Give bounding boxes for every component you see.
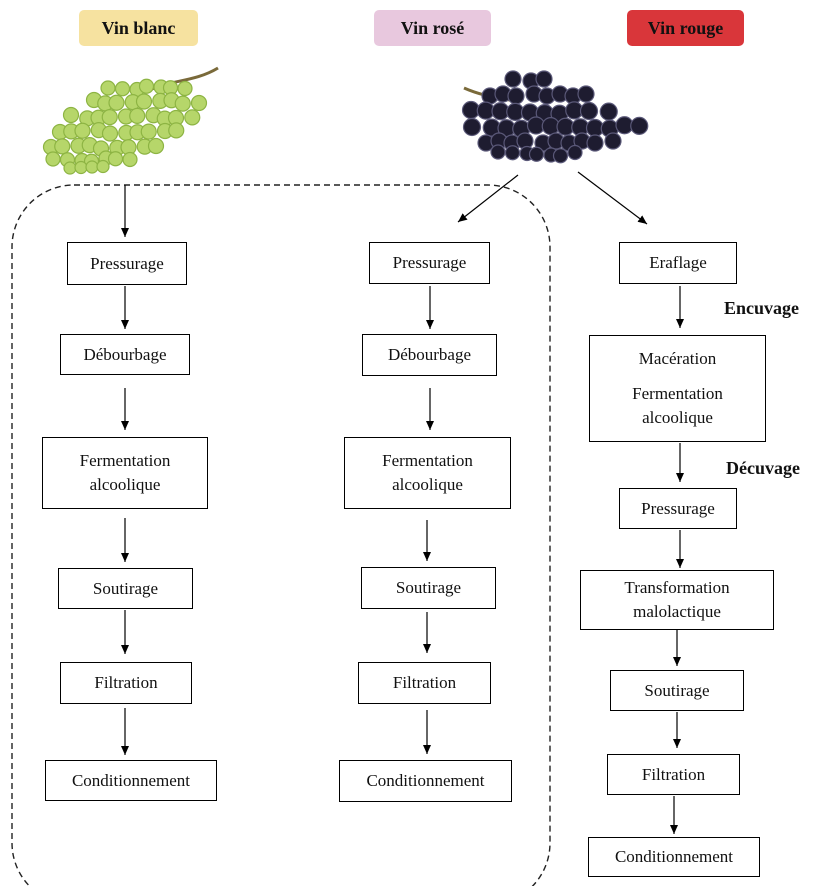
grape-berry [74, 122, 91, 139]
decuvage-label: Décuvage [726, 458, 800, 478]
rouge-soutirage-step: Soutirage [610, 670, 744, 711]
step-label: Conditionnement [366, 771, 485, 790]
step-label-line2: alcoolique [89, 475, 161, 494]
step-label: Pressurage [392, 253, 467, 272]
grape-berry [85, 160, 99, 174]
step-label-line1: Fermentation [79, 451, 171, 470]
grape-berry [630, 116, 649, 135]
step-label-line2: malolactique [633, 602, 721, 621]
step-label: Pressurage [641, 498, 715, 518]
grape-berry [63, 161, 77, 175]
blanc-filtration-step: Filtration [60, 662, 192, 704]
step-label: Conditionnement [71, 770, 191, 790]
step-label: Filtration [392, 673, 457, 692]
grape-berry [504, 70, 522, 88]
grape-berry [184, 109, 201, 126]
rose-arrows [423, 174, 519, 754]
grape-berry [101, 109, 118, 126]
grape-berry [490, 144, 506, 160]
grape-berry [586, 134, 604, 152]
rose-conditionnement-step: Conditionnement [339, 760, 512, 802]
grape-berry [177, 80, 193, 97]
step-label-line2: alcoolique [392, 475, 463, 494]
grape-berry [129, 107, 146, 124]
rouge-maceration-step: Macération Fermentation alcoolique [589, 335, 766, 442]
grape-berry [62, 106, 80, 124]
step-label: Eraflage [649, 253, 707, 272]
step-label: Soutirage [92, 578, 159, 598]
black-grape-bunch-icon [461, 70, 649, 164]
rouge-filtration-step: Filtration [607, 754, 740, 795]
grape-berry [114, 81, 131, 97]
rouge-arrows [577, 171, 684, 834]
step-label-line1: Macération [638, 349, 717, 368]
blanc-conditionnement-step: Conditionnement [45, 760, 217, 801]
rose-fermentation-step: Fermentation alcoolique [344, 437, 511, 509]
grape-berry [567, 144, 583, 161]
grape-berry [101, 125, 119, 142]
rose-soutirage-step: Soutirage [361, 567, 496, 609]
grape-berry [528, 146, 545, 162]
rouge-eraflage-step: Eraflage [619, 242, 737, 284]
grape-berry [45, 151, 61, 167]
grape-berry [174, 95, 191, 112]
grape-berry [577, 85, 595, 103]
step-label: Débourbage [387, 345, 472, 364]
grape-berry [107, 151, 124, 167]
grape-berry [147, 137, 165, 155]
grape-berry [96, 159, 110, 174]
step-label: Débourbage [83, 344, 167, 364]
grape-berry [135, 93, 153, 110]
grape-berry [507, 87, 525, 105]
step-label: Filtration [94, 673, 158, 692]
rose-debourbage-step: Débourbage [362, 334, 497, 376]
grape-berry [599, 102, 618, 121]
blanc-debourbage-step: Débourbage [60, 334, 190, 375]
grape-berry [190, 94, 208, 112]
grape-berry [54, 138, 71, 155]
step-label-line2: Fermentation [632, 384, 723, 403]
vin-rose-label: Vin rosé [374, 10, 491, 46]
step-label-line1: Transformation [624, 578, 730, 597]
grape-berry [579, 101, 599, 121]
rose-filtration-step: Filtration [358, 662, 491, 704]
step-label: Soutirage [395, 578, 462, 597]
grape-berry [140, 123, 157, 140]
grape-berry [100, 80, 116, 96]
step-label: Pressurage [90, 253, 164, 273]
rouge-pressurage-step: Pressurage [619, 488, 737, 529]
blanc-fermentation-step: Fermentation alcoolique [42, 437, 208, 509]
rouge-conditionnement-step: Conditionnement [588, 837, 760, 877]
rouge-transformation-step: Transformation malolactique [580, 570, 774, 630]
grape-berry [168, 122, 185, 139]
step-label-line3: alcoolique [642, 408, 713, 427]
step-label: Filtration [641, 764, 706, 784]
shared-process-region [11, 184, 551, 886]
grape-berry [552, 148, 569, 164]
blanc-soutirage-step: Soutirage [58, 568, 193, 609]
grape-berry [462, 117, 482, 137]
rose-pressurage-step: Pressurage [369, 242, 490, 284]
vin-blanc-label: Vin blanc [79, 10, 198, 46]
grape-berry [138, 78, 155, 94]
step-label: Soutirage [644, 680, 710, 700]
step-label: Conditionnement [614, 847, 734, 866]
grape-berry [535, 70, 553, 88]
grape-berry [108, 94, 125, 111]
grape-berry [74, 160, 88, 175]
vin-rouge-label: Vin rouge [627, 10, 744, 46]
encuvage-label: Encuvage [724, 298, 800, 318]
grape-berry [122, 151, 138, 168]
white-grape-bunch-icon [42, 66, 219, 175]
blanc-pressurage-step: Pressurage [67, 242, 187, 285]
grape-berry [604, 132, 622, 150]
step-label-line1: Fermentation [382, 451, 473, 470]
grape-berry [504, 145, 521, 161]
